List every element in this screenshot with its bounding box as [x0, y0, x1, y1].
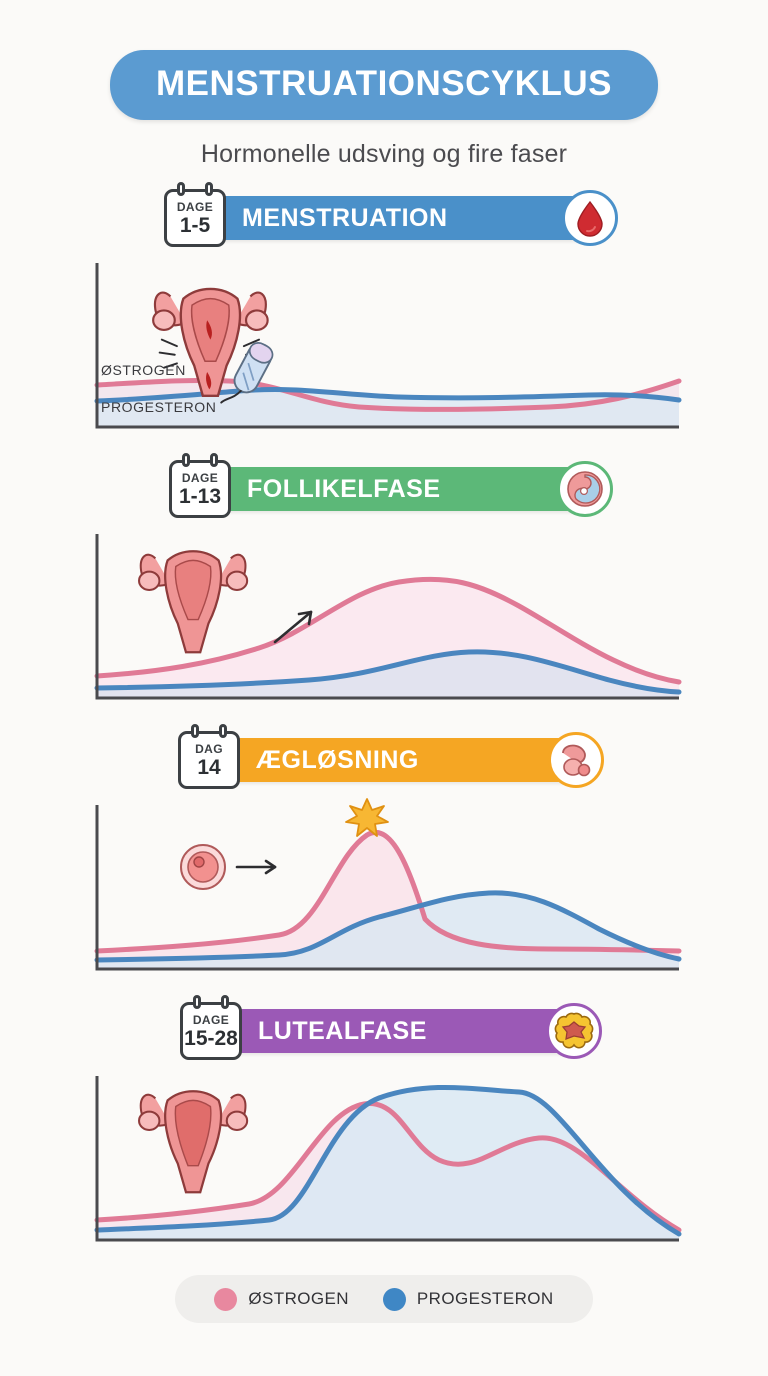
- chart-menstruation: ØSTROGEN PROGESTERON: [79, 255, 689, 440]
- phase-label: LUTEALFASE: [258, 1016, 427, 1045]
- phase-header-follicular: DAGE 1-13 FOLLIKELFASE: [0, 453, 768, 520]
- calendar-word: DAGE: [176, 199, 214, 214]
- phase-luteal: DAGE 15-28 LUTEALFASE: [0, 995, 768, 1253]
- calendar-badge-menstruation: DAGE 1-5: [164, 182, 226, 247]
- phase-label: ÆGLØSNING: [256, 745, 419, 774]
- phase-label: MENSTRUATION: [242, 203, 448, 232]
- phase-header-menstruation: DAGE 1-5 MENSTRUATION: [0, 182, 768, 249]
- calendar-ring-left-icon: [177, 182, 185, 196]
- legend-dot-estrogen: [214, 1287, 238, 1311]
- calendar-badge-follicular: DAGE 1-13: [169, 453, 231, 518]
- ovary-release-icon: [548, 732, 604, 788]
- chart-luteal: [79, 1068, 689, 1253]
- calendar-ring-right-icon: [221, 995, 229, 1009]
- legend-label-estrogen: ØSTROGEN: [248, 1289, 349, 1308]
- calendar-days: 1-13: [178, 484, 222, 508]
- phase-header-ovulation: DAG 14 ÆGLØSNING: [0, 724, 768, 791]
- phase-label-bar-ovulation[interactable]: ÆGLØSNING: [230, 738, 590, 782]
- legend-item-estrogen: ØSTROGEN: [214, 1287, 349, 1311]
- phase-label-bar-luteal[interactable]: LUTEALFASE: [232, 1009, 588, 1053]
- page-subtitle: Hormonelle udsving og fire faser: [200, 140, 568, 168]
- calendar-ring-right-icon: [210, 453, 218, 467]
- calendar-badge-luteal: DAGE 15-28: [180, 995, 242, 1060]
- phase-label-bar-menstruation[interactable]: MENSTRUATION: [216, 196, 604, 240]
- calendar-badge-ovulation: DAG 14: [178, 724, 240, 789]
- calendar-days: 14: [197, 755, 221, 779]
- phase-menstruation: DAGE 1-5 MENSTRUATION: [0, 182, 768, 440]
- phase-follicular: DAGE 1-13 FOLLIKELFASE: [0, 453, 768, 711]
- calendar-days: 15-28: [184, 1026, 238, 1050]
- phase-ovulation: DAG 14 ÆGLØSNING: [0, 724, 768, 982]
- header: MENSTRUATIONSCYKLUS: [0, 0, 768, 120]
- calendar-word: DAGE: [181, 470, 219, 485]
- calendar-word: DAG: [195, 741, 223, 756]
- legend-label-progesterone: PROGESTERON: [416, 1289, 554, 1308]
- legend: ØSTROGEN PROGESTERON: [175, 1275, 593, 1323]
- phase-label-bar-follicular[interactable]: FOLLIKELFASE: [221, 467, 599, 511]
- calendar-ring-right-icon: [205, 182, 213, 196]
- chart-ovulation: [79, 797, 689, 982]
- legend-item-progesterone: PROGESTERON: [382, 1287, 554, 1311]
- chart-follicular: [79, 526, 689, 711]
- calendar-ring-left-icon: [182, 453, 190, 467]
- calendar-ring-left-icon: [191, 724, 199, 738]
- corpus-luteum-icon: [546, 1003, 602, 1059]
- calendar-days: 1-5: [179, 213, 211, 237]
- phase-header-luteal: DAGE 15-28 LUTEALFASE: [0, 995, 768, 1062]
- calendar-ring-right-icon: [219, 724, 227, 738]
- follicle-icon: [557, 461, 613, 517]
- calendar-ring-left-icon: [193, 995, 201, 1009]
- calendar-word: DAGE: [192, 1012, 230, 1027]
- phase-label: FOLLIKELFASE: [247, 474, 441, 503]
- blood-drop-icon: [562, 190, 618, 246]
- curve-label-progesterone: PROGESTERON: [101, 399, 217, 415]
- curve-label-estrogen: ØSTROGEN: [101, 362, 186, 378]
- page-title: MENSTRUATIONSCYKLUS: [109, 50, 659, 120]
- legend-dot-progesterone: [382, 1287, 406, 1311]
